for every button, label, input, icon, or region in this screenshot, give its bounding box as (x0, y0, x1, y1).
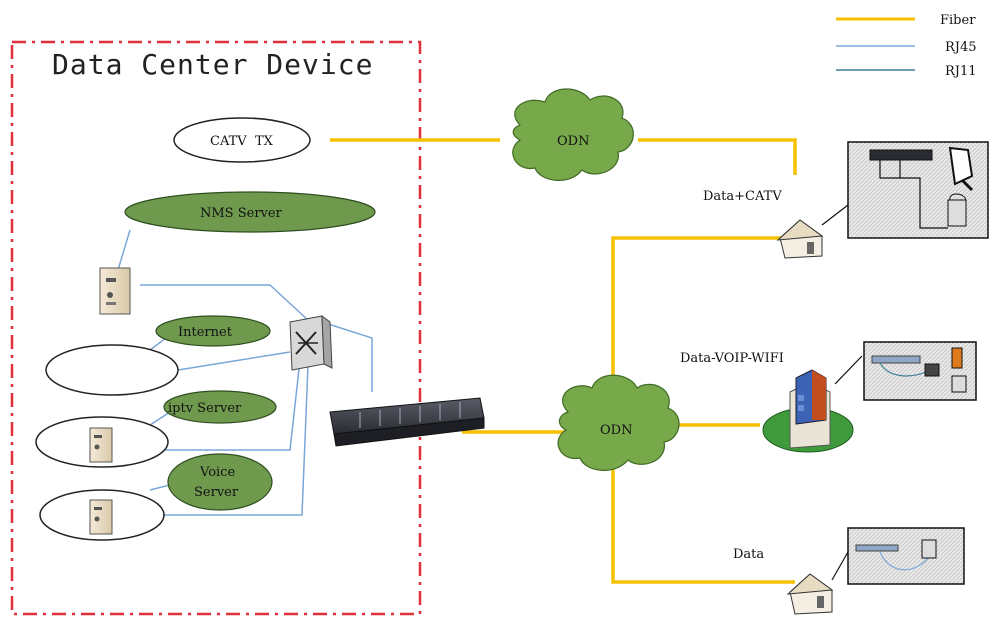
detail-connectors (821, 204, 863, 581)
phone-icon-data (921, 539, 937, 559)
voice-server-node (167, 453, 273, 511)
monitor-icon (948, 146, 974, 192)
voice-server-tower-icon (89, 499, 113, 535)
detail-panel-data (847, 527, 965, 585)
voice-server-label-line1: Voice (199, 465, 235, 480)
house-icon-catv (776, 219, 824, 259)
phone-icon-voip (924, 363, 940, 377)
voice-server-label-line2: Server (194, 485, 239, 500)
fiber-odn-branch-top (611, 236, 790, 392)
rj45-iptv-switch (160, 359, 301, 451)
iptv-server-node (163, 390, 277, 424)
switch-icon (289, 314, 333, 371)
phone-icon-catv (947, 193, 967, 227)
olt-device-icon (329, 397, 485, 447)
rj45-voice-cloud (149, 484, 171, 491)
legend: Fiber RJ45 RJ11 (836, 13, 977, 79)
fiber-odn-branch-bottom (611, 460, 795, 584)
iptv-server-tower-icon (89, 427, 113, 463)
internet-node (155, 315, 271, 347)
server-tower-icon (99, 267, 131, 315)
data-center-boundary (10, 40, 422, 616)
data-voip-wifi-label: Data-VOIP-WIFI (680, 351, 784, 366)
fiber-odn-data-catv (638, 138, 797, 175)
house-icon-data (786, 573, 834, 615)
wifi-device-icon (951, 347, 967, 393)
rj45-switch-olt (321, 321, 373, 392)
fiber-links (330, 138, 797, 584)
legend-fiber-label: Fiber (940, 13, 976, 28)
rj45-server-switch (140, 284, 311, 323)
detail-panel-catv (847, 141, 989, 239)
odn-mid-label: ODN (600, 423, 632, 438)
detail-panel-voip-wifi (863, 341, 977, 401)
rj45-nms-server (117, 229, 131, 271)
rj45-voice-switch (160, 364, 309, 516)
legend-rj11-label: RJ11 (945, 64, 977, 79)
building-icon (762, 369, 854, 453)
odn-cloud-top: ODN (512, 88, 634, 181)
page-title: Data Center Device (52, 48, 373, 81)
nms-server-node (124, 191, 376, 233)
rj45-links (117, 229, 373, 516)
odn-cloud-mid: ODN (557, 374, 680, 471)
nms-server-label: NMS Server (200, 206, 283, 221)
data-label: Data (733, 547, 764, 562)
rj45-iptv-cloud (149, 411, 171, 426)
odn-top-label: ODN (557, 134, 589, 149)
internet-client-ellipse (45, 344, 179, 396)
catv-tx-node (173, 117, 311, 163)
catv-tx-label: CATV TX (210, 134, 274, 149)
legend-rj45-label: RJ45 (945, 40, 977, 55)
iptv-server-label: iptv Server (168, 401, 242, 416)
data-catv-label: Data+CATV (703, 189, 782, 204)
rj45-internet-switch (177, 351, 291, 371)
internet-label: Internet (178, 325, 233, 340)
